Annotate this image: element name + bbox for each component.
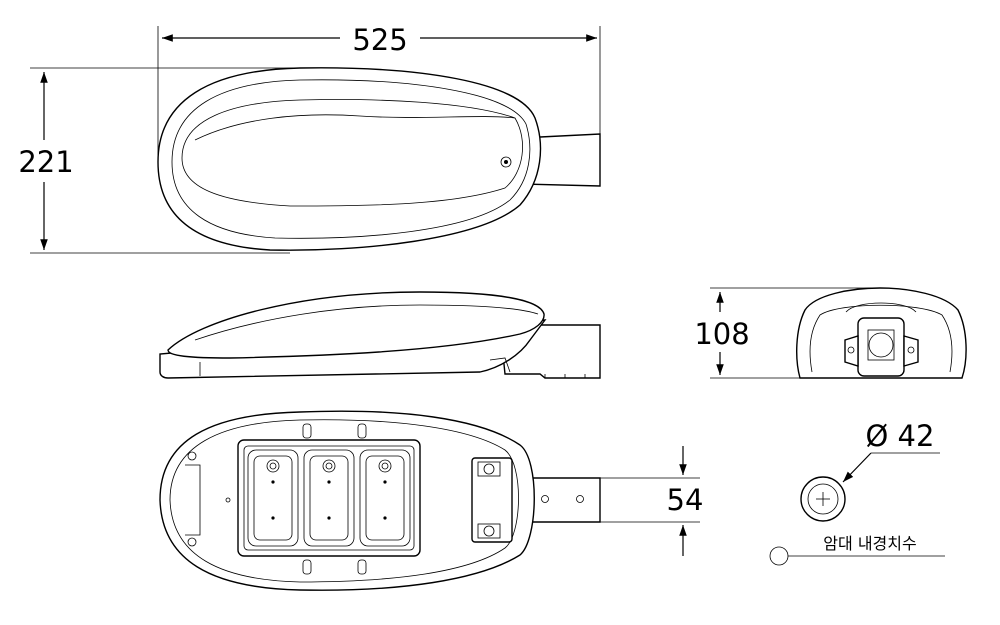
dimension-arm-width: 54: [600, 446, 703, 556]
led-module-1: [247, 449, 299, 547]
top-view: [157, 67, 601, 251]
dimension-height-front: 108: [694, 287, 880, 379]
led-module-2: [303, 449, 355, 547]
height-front-label: 108: [694, 317, 749, 351]
bottom-view: [159, 410, 601, 591]
led-module-3: [359, 449, 411, 547]
pole-inner-diameter-note: 암대 내경치수: [823, 534, 916, 553]
pole-diameter-detail: Ø 42 암대 내경치수: [769, 419, 945, 566]
pole-diameter-label: Ø 42: [866, 419, 935, 453]
length-label: 525: [352, 23, 407, 57]
dimension-length: 525: [157, 23, 601, 160]
front-view: [796, 287, 967, 379]
height-top-label: 221: [18, 145, 73, 179]
side-view: [159, 291, 601, 379]
dimension-height-top: 221: [18, 67, 320, 254]
arm-width-label: 54: [667, 483, 704, 517]
